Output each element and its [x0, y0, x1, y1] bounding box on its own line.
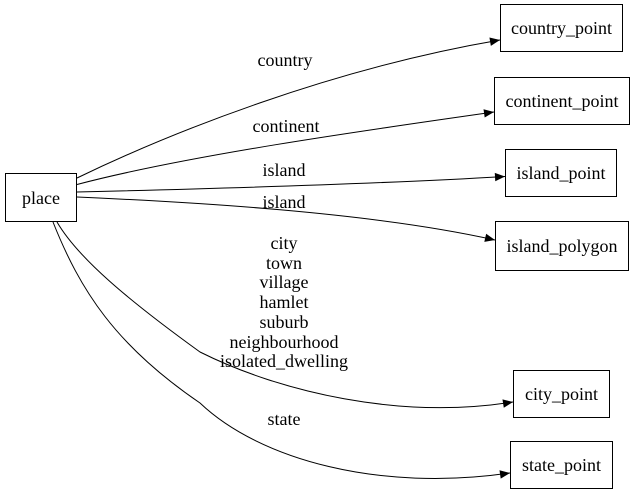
- edge-place-continent_point: [76, 109, 495, 185]
- edge-label-city-types: city town village hamlet suburb neighbou…: [220, 233, 348, 372]
- node-state-point: state_point: [510, 441, 613, 489]
- edge-place-island_point: [76, 172, 506, 193]
- node-island-point: island_point: [505, 149, 617, 197]
- node-island-polygon: island_polygon: [495, 221, 629, 271]
- node-country-point: country_point: [500, 4, 623, 52]
- node-city-point: city_point: [513, 370, 610, 418]
- edge-place-state_point: [52, 221, 511, 479]
- edge-label-continent: continent: [252, 116, 320, 137]
- edge-label-island-point: island: [262, 160, 306, 181]
- edge-label-country: country: [257, 50, 313, 71]
- edge-place-country_point: [76, 37, 501, 179]
- edge-label-state: state: [267, 409, 301, 430]
- node-continent-point: continent_point: [494, 77, 630, 125]
- edge-place-city_point: [56, 221, 514, 409]
- node-place: place: [5, 173, 77, 222]
- edge-place-island_polygon: [76, 196, 496, 242]
- edge-label-island-polygon: island: [262, 192, 306, 213]
